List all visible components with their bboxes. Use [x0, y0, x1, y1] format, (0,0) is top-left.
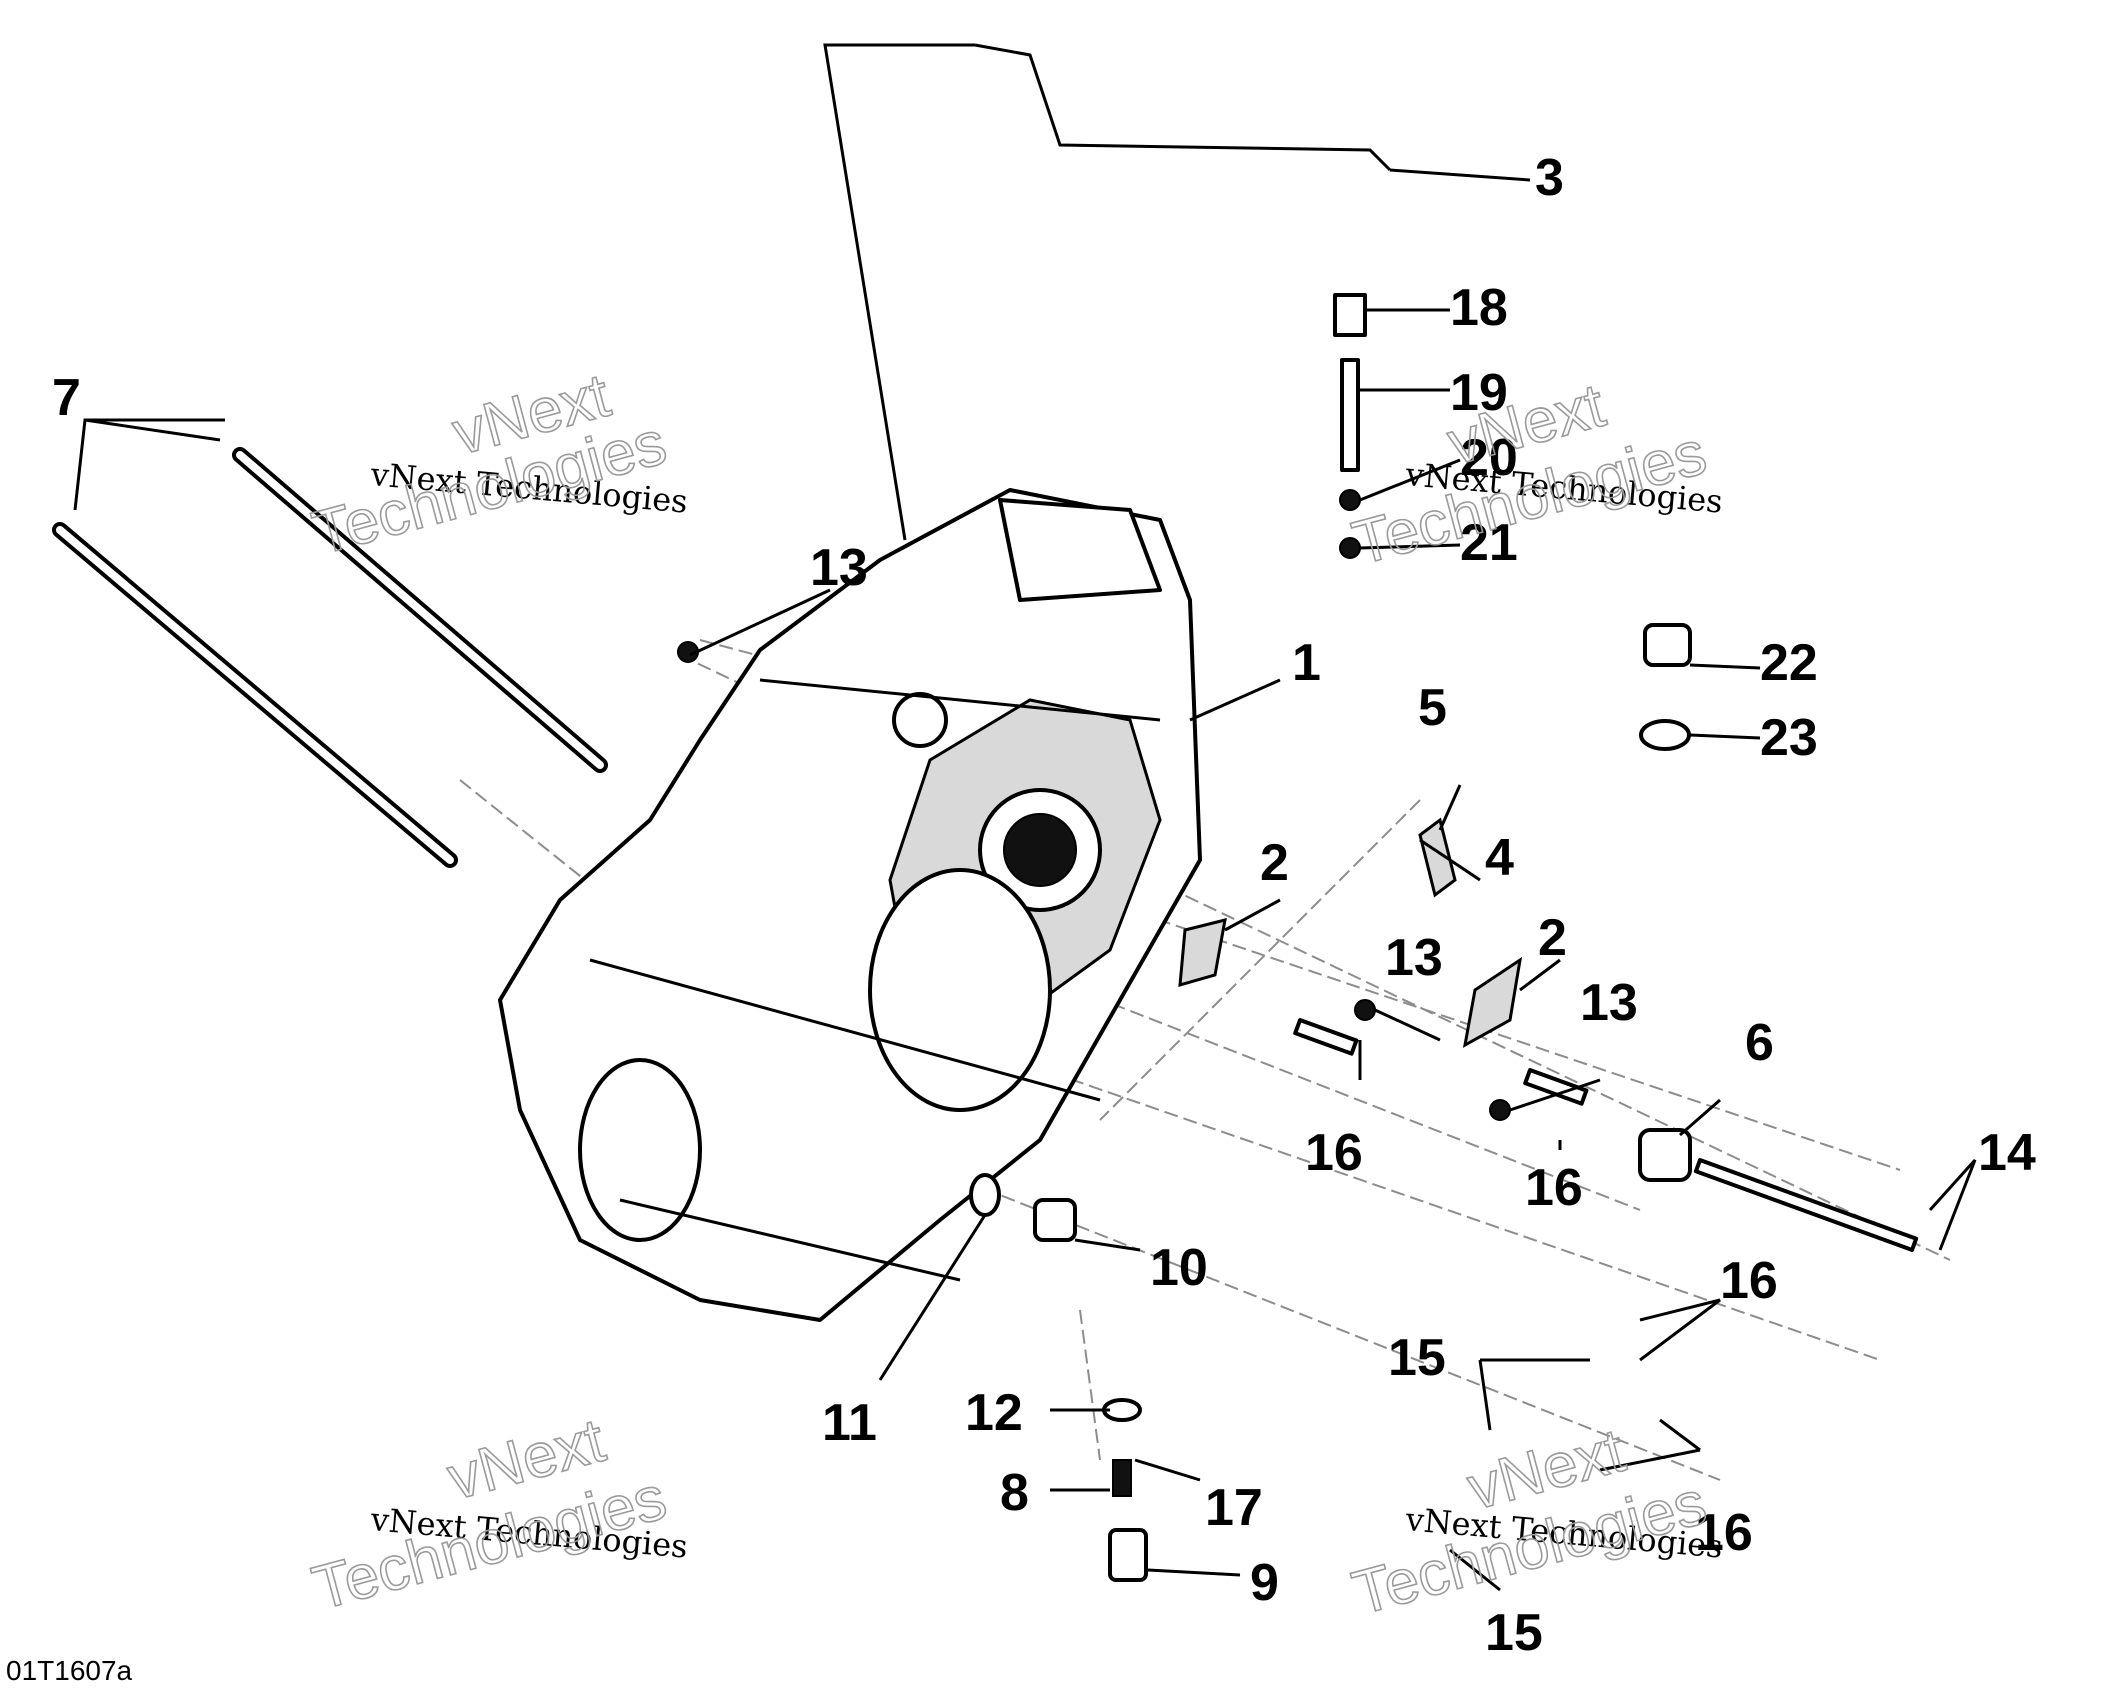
callout-13c: 13 [1580, 974, 1638, 1032]
stud-bolts [52, 447, 608, 868]
callout-22: 22 [1760, 634, 1818, 692]
callout-5: 5 [1418, 679, 1447, 737]
leader-lines [73, 43, 1977, 1592]
callout-16d: 16 [1695, 1504, 1753, 1562]
callout-14: 14 [1978, 1124, 2036, 1182]
callout-15a: 15 [1388, 1329, 1446, 1387]
callout-6: 6 [1745, 1014, 1774, 1072]
crankcase-half [498, 488, 1202, 1322]
callout-3: 3 [1535, 149, 1564, 207]
callout-labels: 1 2 2 3 4 5 6 7 8 9 10 11 12 13 13 13 13… [52, 149, 2036, 1662]
callout-2b: 2 [1538, 909, 1567, 967]
callout-7: 7 [52, 369, 81, 427]
callout-20: 20 [1460, 429, 1518, 487]
callout-23: 23 [1760, 709, 1818, 767]
callout-13a: 13 [810, 539, 868, 597]
callout-19: 19 [1450, 364, 1508, 422]
callout-11: 11 [822, 1394, 877, 1452]
callout-21: 21 [1460, 514, 1518, 572]
callout-8: 8 [1000, 1464, 1029, 1522]
callout-1: 1 [1292, 634, 1321, 692]
callout-10: 10 [1150, 1239, 1208, 1297]
callout-17: 17 [1205, 1479, 1263, 1537]
callout-15b: 15 [1485, 1604, 1543, 1662]
callout-12: 12 [965, 1384, 1023, 1442]
callout-18: 18 [1450, 279, 1508, 337]
callout-16a: 16 [1305, 1124, 1363, 1182]
callout-16b: 16 [1525, 1159, 1583, 1217]
pipe [974, 43, 1392, 172]
hardware-parts [677, 293, 1919, 1582]
callout-2a: 2 [1260, 834, 1289, 892]
figure-code: 01T1607a [6, 1655, 133, 1686]
callout-4: 4 [1485, 829, 1514, 887]
callout-9: 9 [1250, 1554, 1279, 1612]
callout-16c: 16 [1720, 1252, 1778, 1310]
callout-13b: 13 [1385, 929, 1443, 987]
